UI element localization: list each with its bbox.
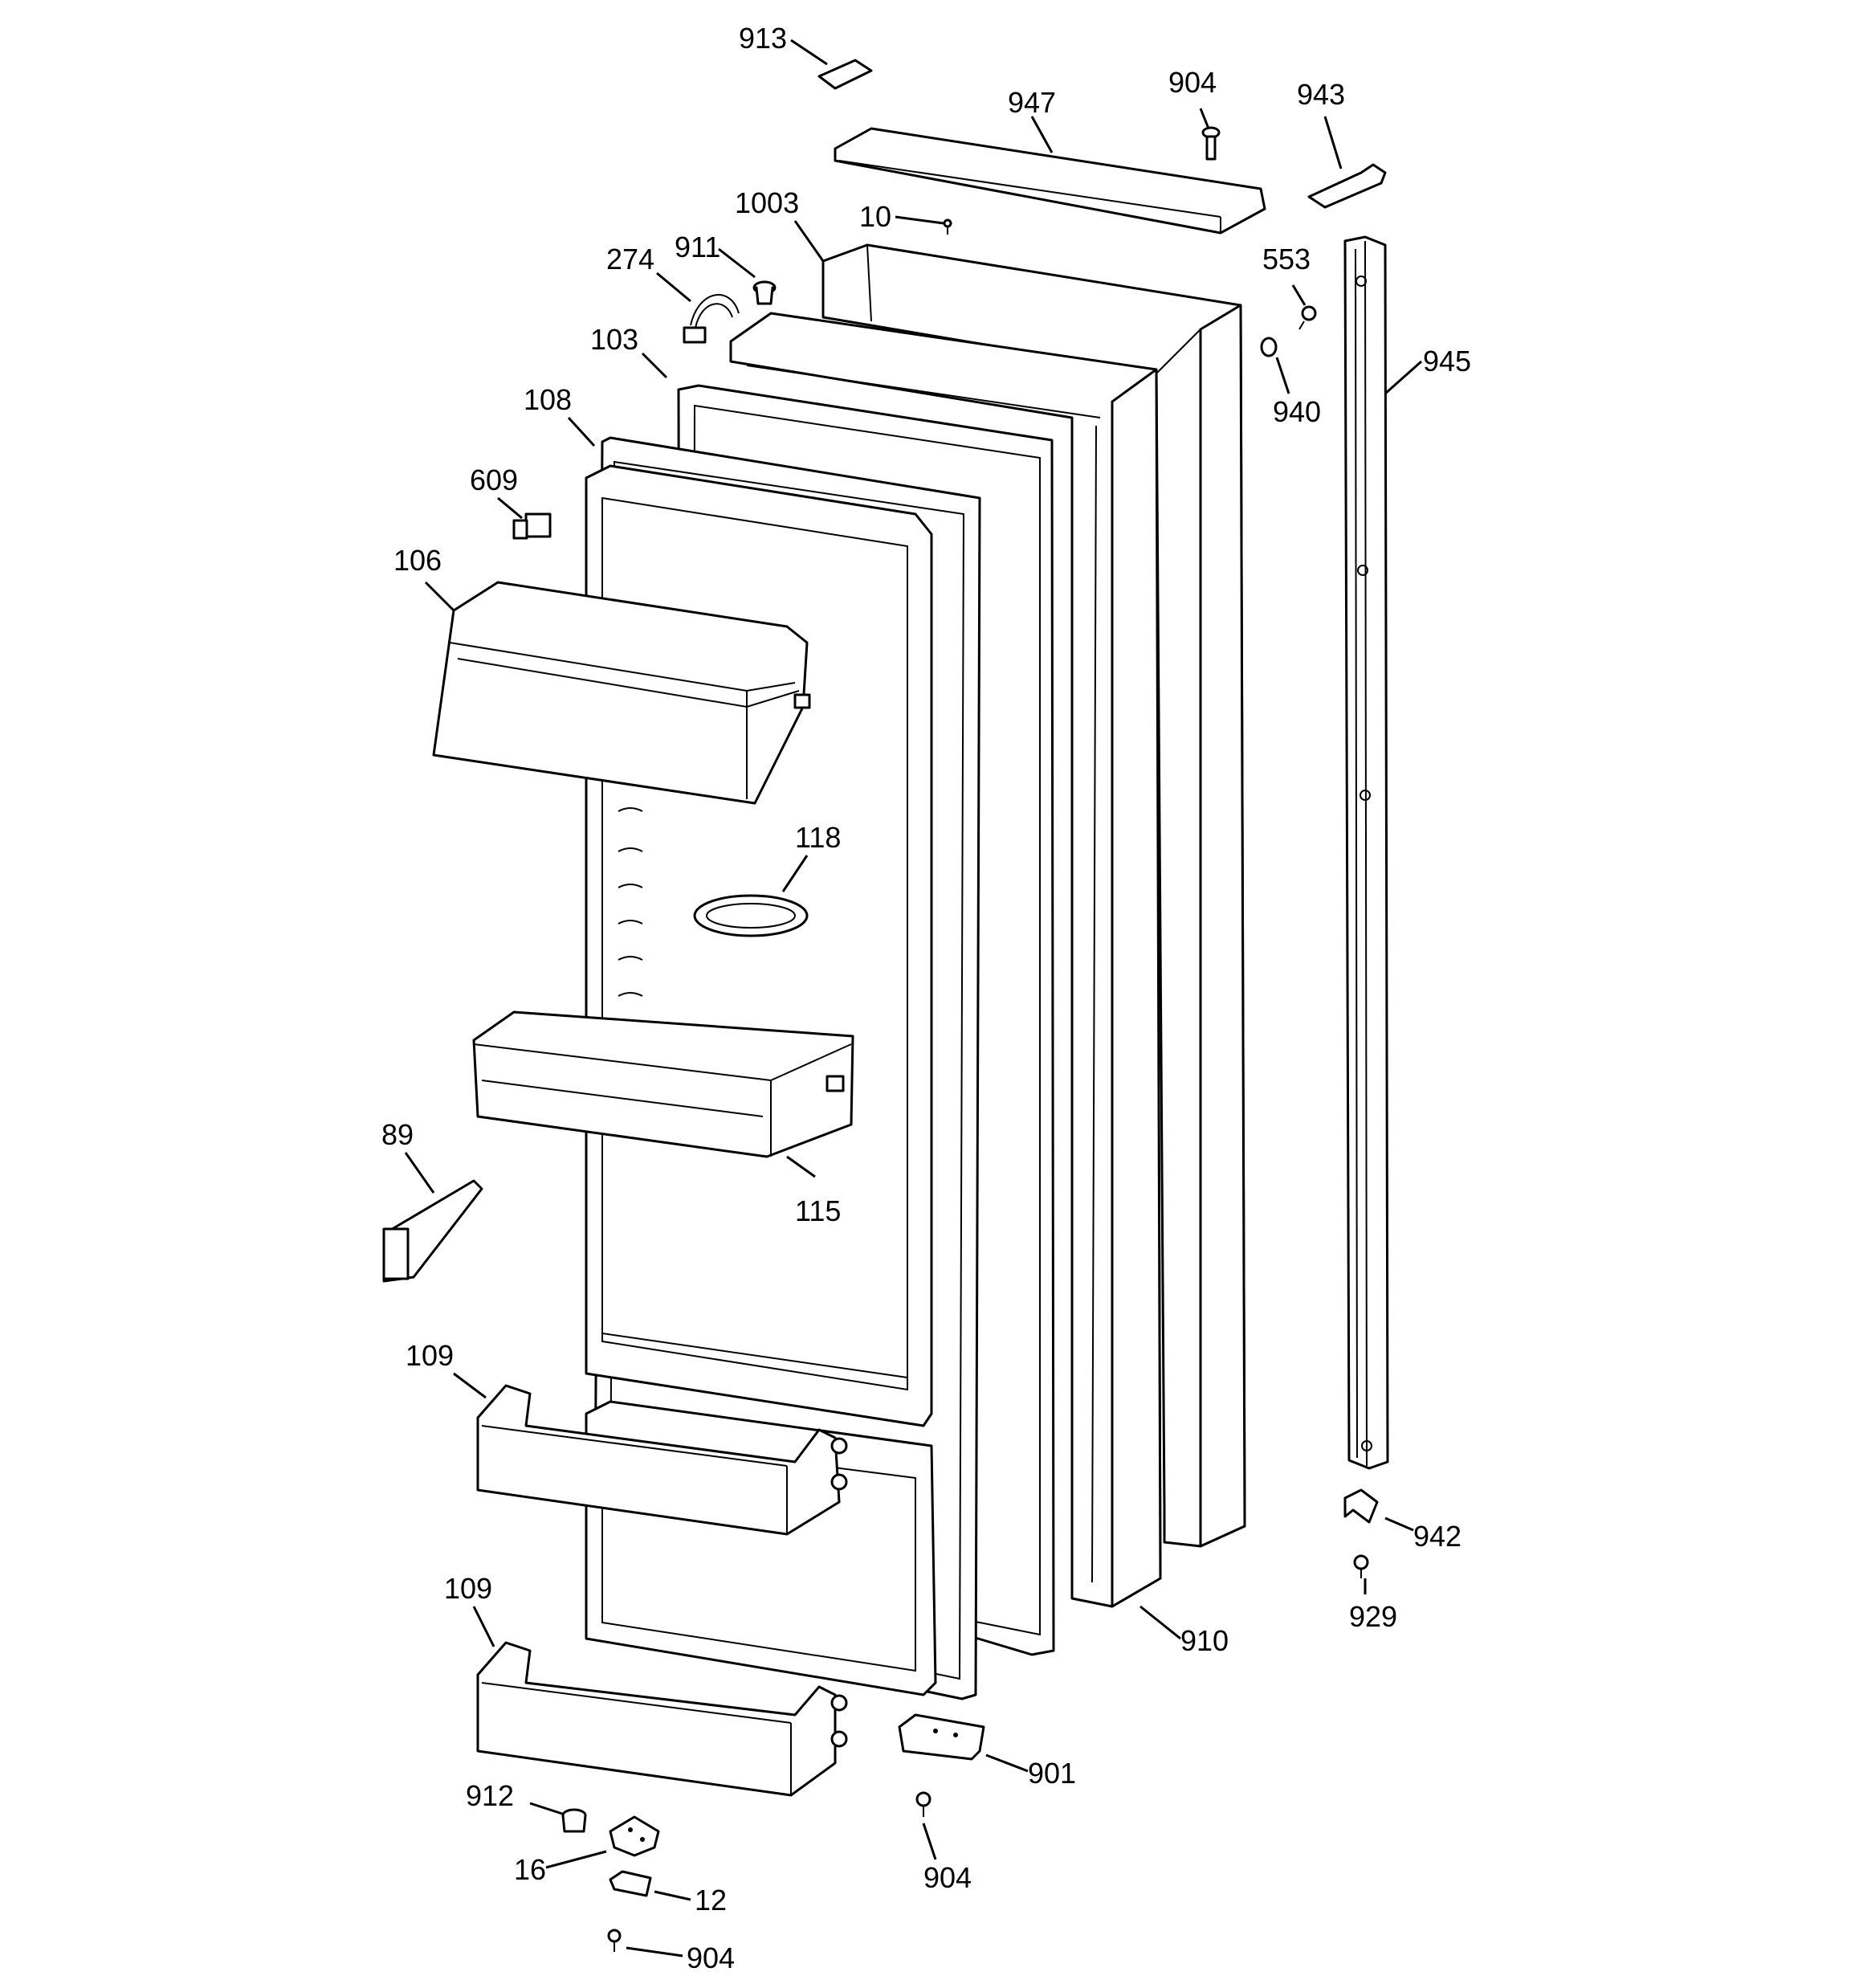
part-553-screw (1298, 305, 1317, 330)
part-943-hinge-bracket (1307, 163, 1387, 209)
label-904-mid: 904 (923, 1861, 972, 1894)
part-12-bracket (609, 1870, 652, 1897)
label-911: 911 (675, 231, 720, 263)
label-609: 609 (470, 463, 518, 496)
part-106-dairy-compartment (432, 581, 811, 805)
callout-labels: 913 947 904 943 1003 10 911 274 553 103 … (381, 22, 1471, 1974)
part-901-hinge-block (898, 1713, 985, 1761)
part-16-cam (609, 1815, 660, 1857)
part-947-top-cap (834, 127, 1266, 235)
part-89-handle-piece (382, 1179, 483, 1283)
part-945-side-trim (1343, 235, 1389, 1470)
part-109-lower-bin (476, 1641, 848, 1797)
label-947: 947 (1008, 86, 1056, 119)
label-904-top: 904 (1168, 66, 1217, 99)
label-109-lower: 109 (444, 1572, 492, 1605)
label-913: 913 (739, 22, 787, 55)
label-115: 115 (795, 1194, 841, 1227)
part-913-clip (817, 59, 873, 90)
label-910: 910 (1180, 1624, 1229, 1657)
label-16: 16 (514, 1853, 546, 1886)
shelf-supports (618, 807, 643, 997)
part-911-plug (752, 280, 777, 305)
label-942: 942 (1413, 1520, 1461, 1553)
leader-lines (404, 39, 1422, 1957)
part-912-cap (561, 1808, 587, 1833)
label-12: 12 (695, 1884, 727, 1917)
part-118-egg-tray (693, 894, 809, 937)
part-904-bottom-screw (607, 1929, 622, 1952)
label-929: 929 (1349, 1600, 1397, 1633)
part-904-top-screw (1201, 126, 1221, 161)
part-929-screw (1353, 1554, 1369, 1578)
label-109-upper: 109 (406, 1339, 454, 1372)
part-904-mid-screw (915, 1791, 932, 1817)
label-943: 943 (1297, 78, 1345, 111)
label-901: 901 (1028, 1757, 1076, 1790)
part-609-switch (512, 512, 552, 540)
label-89: 89 (381, 1118, 414, 1151)
label-945: 945 (1423, 345, 1471, 378)
part-1003-door-shell (821, 243, 1246, 1548)
part-274-harness (683, 294, 740, 344)
part-109-upper-bin (476, 1384, 848, 1536)
label-108: 108 (524, 383, 572, 416)
label-103: 103 (590, 323, 638, 356)
label-106: 106 (393, 544, 442, 577)
label-904-bottom: 904 (687, 1941, 735, 1974)
label-10: 10 (859, 200, 891, 233)
part-942-hinge-bracket (1343, 1488, 1379, 1524)
label-118: 118 (795, 821, 841, 854)
label-940: 940 (1273, 395, 1321, 428)
part-115-shelf-bin (472, 1010, 854, 1158)
part-940-screw (1260, 337, 1278, 357)
label-912: 912 (466, 1779, 514, 1812)
label-274: 274 (606, 243, 654, 276)
part-910-liner (729, 312, 1162, 1608)
label-1003: 1003 (735, 186, 799, 219)
label-553: 553 (1262, 243, 1311, 276)
part-10-screw (943, 218, 952, 235)
